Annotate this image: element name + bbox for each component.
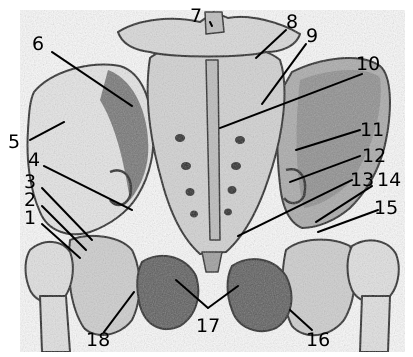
label-3: 3 [24, 171, 36, 193]
texture-overlay [20, 10, 405, 352]
label-6: 6 [32, 33, 44, 55]
label-17: 17 [196, 315, 220, 337]
label-7: 7 [190, 5, 202, 27]
label-14: 14 [377, 169, 401, 191]
label-10: 10 [356, 53, 380, 75]
label-13: 13 [350, 169, 374, 191]
label-18: 18 [86, 329, 110, 351]
label-12: 12 [362, 145, 386, 167]
label-11: 11 [360, 119, 384, 141]
label-5: 5 [8, 131, 20, 153]
label-4: 4 [28, 149, 40, 171]
label-16: 16 [306, 329, 330, 351]
label-8: 8 [286, 11, 298, 33]
label-15: 15 [374, 197, 398, 219]
label-9: 9 [306, 25, 318, 47]
